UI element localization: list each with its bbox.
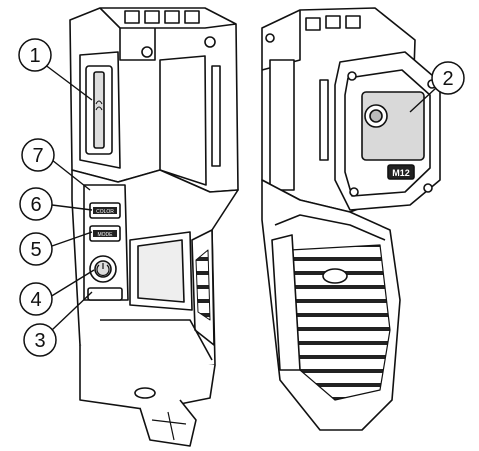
model-badge: M12 <box>392 168 410 178</box>
callout-4: 4 <box>19 282 53 316</box>
svg-text:5: 5 <box>30 239 41 261</box>
svg-text:2: 2 <box>442 68 453 90</box>
callout-6: 6 <box>19 187 53 221</box>
top-vents <box>124 10 200 24</box>
leader-lines <box>43 63 437 331</box>
callout-2: 2 <box>431 61 465 95</box>
svg-text:3: 3 <box>34 330 45 352</box>
top-vents-front <box>305 15 361 31</box>
svg-text:1: 1 <box>29 45 40 67</box>
mode-button-label: MODE <box>98 232 114 238</box>
callout-1: 1 <box>18 38 52 72</box>
callout-5: 5 <box>19 232 53 266</box>
color-button-label: COLOR <box>96 209 114 215</box>
device-front-view <box>261 7 441 431</box>
svg-text:6: 6 <box>30 194 41 216</box>
svg-text:4: 4 <box>30 289 41 311</box>
device-back-view <box>69 7 239 447</box>
model-badge-plate <box>387 164 415 180</box>
svg-text:7: 7 <box>32 145 43 167</box>
trigger-slot <box>87 287 123 301</box>
callout-3: 3 <box>23 323 57 357</box>
callout-7: 7 <box>21 138 55 172</box>
